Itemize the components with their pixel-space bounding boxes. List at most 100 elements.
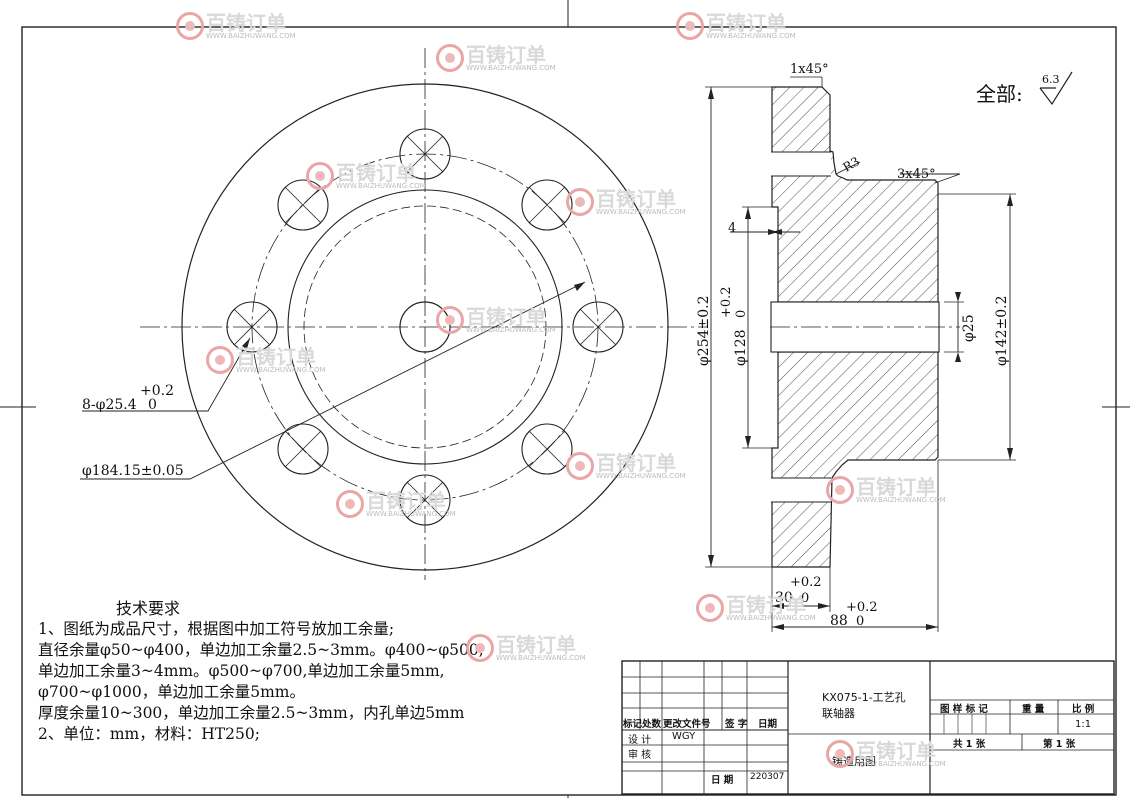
bolt-hole xyxy=(277,179,329,231)
chamfer-top-label: 1x45° xyxy=(790,62,829,77)
chamfer-hub-label: 3x45° xyxy=(897,167,936,182)
flange-outer-circle xyxy=(181,83,669,571)
bolt-hole xyxy=(399,474,451,526)
section-extension-lines xyxy=(705,76,1016,632)
section-hatch-lower xyxy=(771,351,939,568)
dia-128-tol-upper: +0.2 xyxy=(719,286,734,318)
tb-header-change: 更改文件号 xyxy=(663,719,711,730)
dia-128-tol-lower: 0 xyxy=(734,310,749,318)
watermark-url: WWW.BAIZHUWANG.COM xyxy=(496,653,586,662)
tb-header-date: 日期 xyxy=(758,719,778,730)
note-line: φ700~φ1000，单边加工余量5mm。 xyxy=(38,683,305,701)
technical-requirements: 技术要求 1、图纸为成品尺寸，根据图中加工符号放加工余量; 直径余量φ50~φ4… xyxy=(38,598,598,745)
tb-design-label: 设 计 xyxy=(628,735,652,746)
hole-callout-label: 8-φ25.4 xyxy=(82,397,137,413)
notes-title: 技术要求 xyxy=(116,599,181,618)
front-view xyxy=(80,48,708,580)
watermark-brand: 百铸订单 xyxy=(856,738,936,763)
len-30-tol-lower: 0 xyxy=(801,591,809,606)
watermark-url: WWW.BAIZHUWANG.COM xyxy=(336,181,426,190)
bolt-hole-section-lower xyxy=(771,478,831,502)
watermark-url: WWW.BAIZHUWANG.COM xyxy=(856,759,946,768)
watermark-logo-icon xyxy=(826,476,854,504)
watermark-url: WWW.BAIZHUWANG.COM xyxy=(466,325,556,334)
tb-header-count: 处数 xyxy=(642,719,662,730)
bolt-hole xyxy=(226,301,278,353)
note-line: 1、图纸为成品尺寸，根据图中加工符号放加工余量; xyxy=(38,620,395,638)
surface-finish-prefix: 全部: xyxy=(976,82,1023,106)
watermark-logo-icon xyxy=(676,12,704,40)
watermark-logo-icon xyxy=(826,740,854,768)
len-88-tol-lower: 0 xyxy=(856,614,864,629)
tb-sheet-total: 共 1 张 xyxy=(953,739,986,750)
note-line: 单边加工余量3~4mm。φ500~φ700,单边加工余量5mm, xyxy=(38,662,445,680)
watermark-brand: 百铸订单 xyxy=(496,632,576,657)
dia-254-label: φ254±0.2 xyxy=(696,295,712,366)
hole-callout-tol-lower: 0 xyxy=(148,397,157,413)
front-view-labels: +0.2 8-φ25.4 0 φ184.15±0.05 xyxy=(82,383,184,479)
watermark-brand: 百铸订单 xyxy=(706,10,786,35)
tb-date-label: 日 期 xyxy=(711,775,734,786)
watermark-brand: 百铸订单 xyxy=(596,186,676,211)
watermark-url: WWW.BAIZHUWANG.COM xyxy=(236,365,326,374)
watermark-logo-icon xyxy=(436,306,464,334)
tb-date-value: 220307 xyxy=(750,772,785,782)
pcd-callout-leader xyxy=(80,281,586,480)
bolt-hole xyxy=(399,128,451,180)
surface-finish-value: 6.3 xyxy=(1042,73,1060,86)
dia-128-label: φ128 xyxy=(733,329,749,366)
surface-finish-symbol xyxy=(1039,71,1073,106)
fillet-label: R3 xyxy=(841,154,862,174)
surface-finish-note: 全部: 6.3 xyxy=(976,71,1073,106)
section-hatch-upper xyxy=(771,86,939,303)
watermark-url: WWW.BAIZHUWANG.COM xyxy=(706,31,796,40)
watermark-brand: 百铸订单 xyxy=(466,42,546,67)
note-line: 2、单位：mm，材料：HT250; xyxy=(38,725,260,743)
hole-callout-tol-upper: +0.2 xyxy=(140,383,174,399)
watermark-url: WWW.BAIZHUWANG.COM xyxy=(596,207,686,216)
section-dimension-lines xyxy=(710,87,1011,628)
watermark-logo-icon xyxy=(566,188,594,216)
title-block-grid xyxy=(621,660,1115,795)
bolt-hole xyxy=(521,423,573,475)
tb-col-scale: 比 例 xyxy=(1072,704,1095,715)
drawing-frame xyxy=(21,26,1117,796)
watermark-brand: 百铸订单 xyxy=(856,474,936,499)
bolt-hole-crosses xyxy=(233,135,617,519)
bolt-hole-section-upper xyxy=(771,152,831,176)
len-88-label: 88 xyxy=(830,613,848,629)
tb-scale-value: 1:1 xyxy=(1075,719,1092,730)
len-88-tol-upper: +0.2 xyxy=(846,600,878,615)
dia-25-label: φ25 xyxy=(961,314,977,342)
watermark-url: WWW.BAIZHUWANG.COM xyxy=(466,63,556,72)
bore-step-circle xyxy=(287,189,563,465)
watermark-logo-icon xyxy=(336,490,364,518)
hole-callout-leader xyxy=(82,337,251,412)
watermark-logo-icon xyxy=(466,634,494,662)
len-30-tol-upper: +0.2 xyxy=(790,575,822,590)
watermark-logo-icon xyxy=(696,594,724,622)
watermark-url: WWW.BAIZHUWANG.COM xyxy=(206,31,296,40)
dim-4-label: 4 xyxy=(728,221,736,236)
watermark-brand: 百铸订单 xyxy=(206,10,286,35)
watermark-logo-icon xyxy=(176,12,204,40)
watermark-brand: 百铸订单 xyxy=(726,592,806,617)
watermark-brand: 百铸订单 xyxy=(336,160,416,185)
tb-part-code: KX075-1-工艺孔 xyxy=(822,691,906,704)
note-line: 直径余量φ50~φ400，单边加工余量2.5~3mm。φ400~φ500, xyxy=(38,641,484,659)
dia-142-label: φ142±0.2 xyxy=(994,295,1010,366)
watermark-brand: 百铸订单 xyxy=(466,304,546,329)
watermark-url: WWW.BAIZHUWANG.COM xyxy=(856,495,946,504)
